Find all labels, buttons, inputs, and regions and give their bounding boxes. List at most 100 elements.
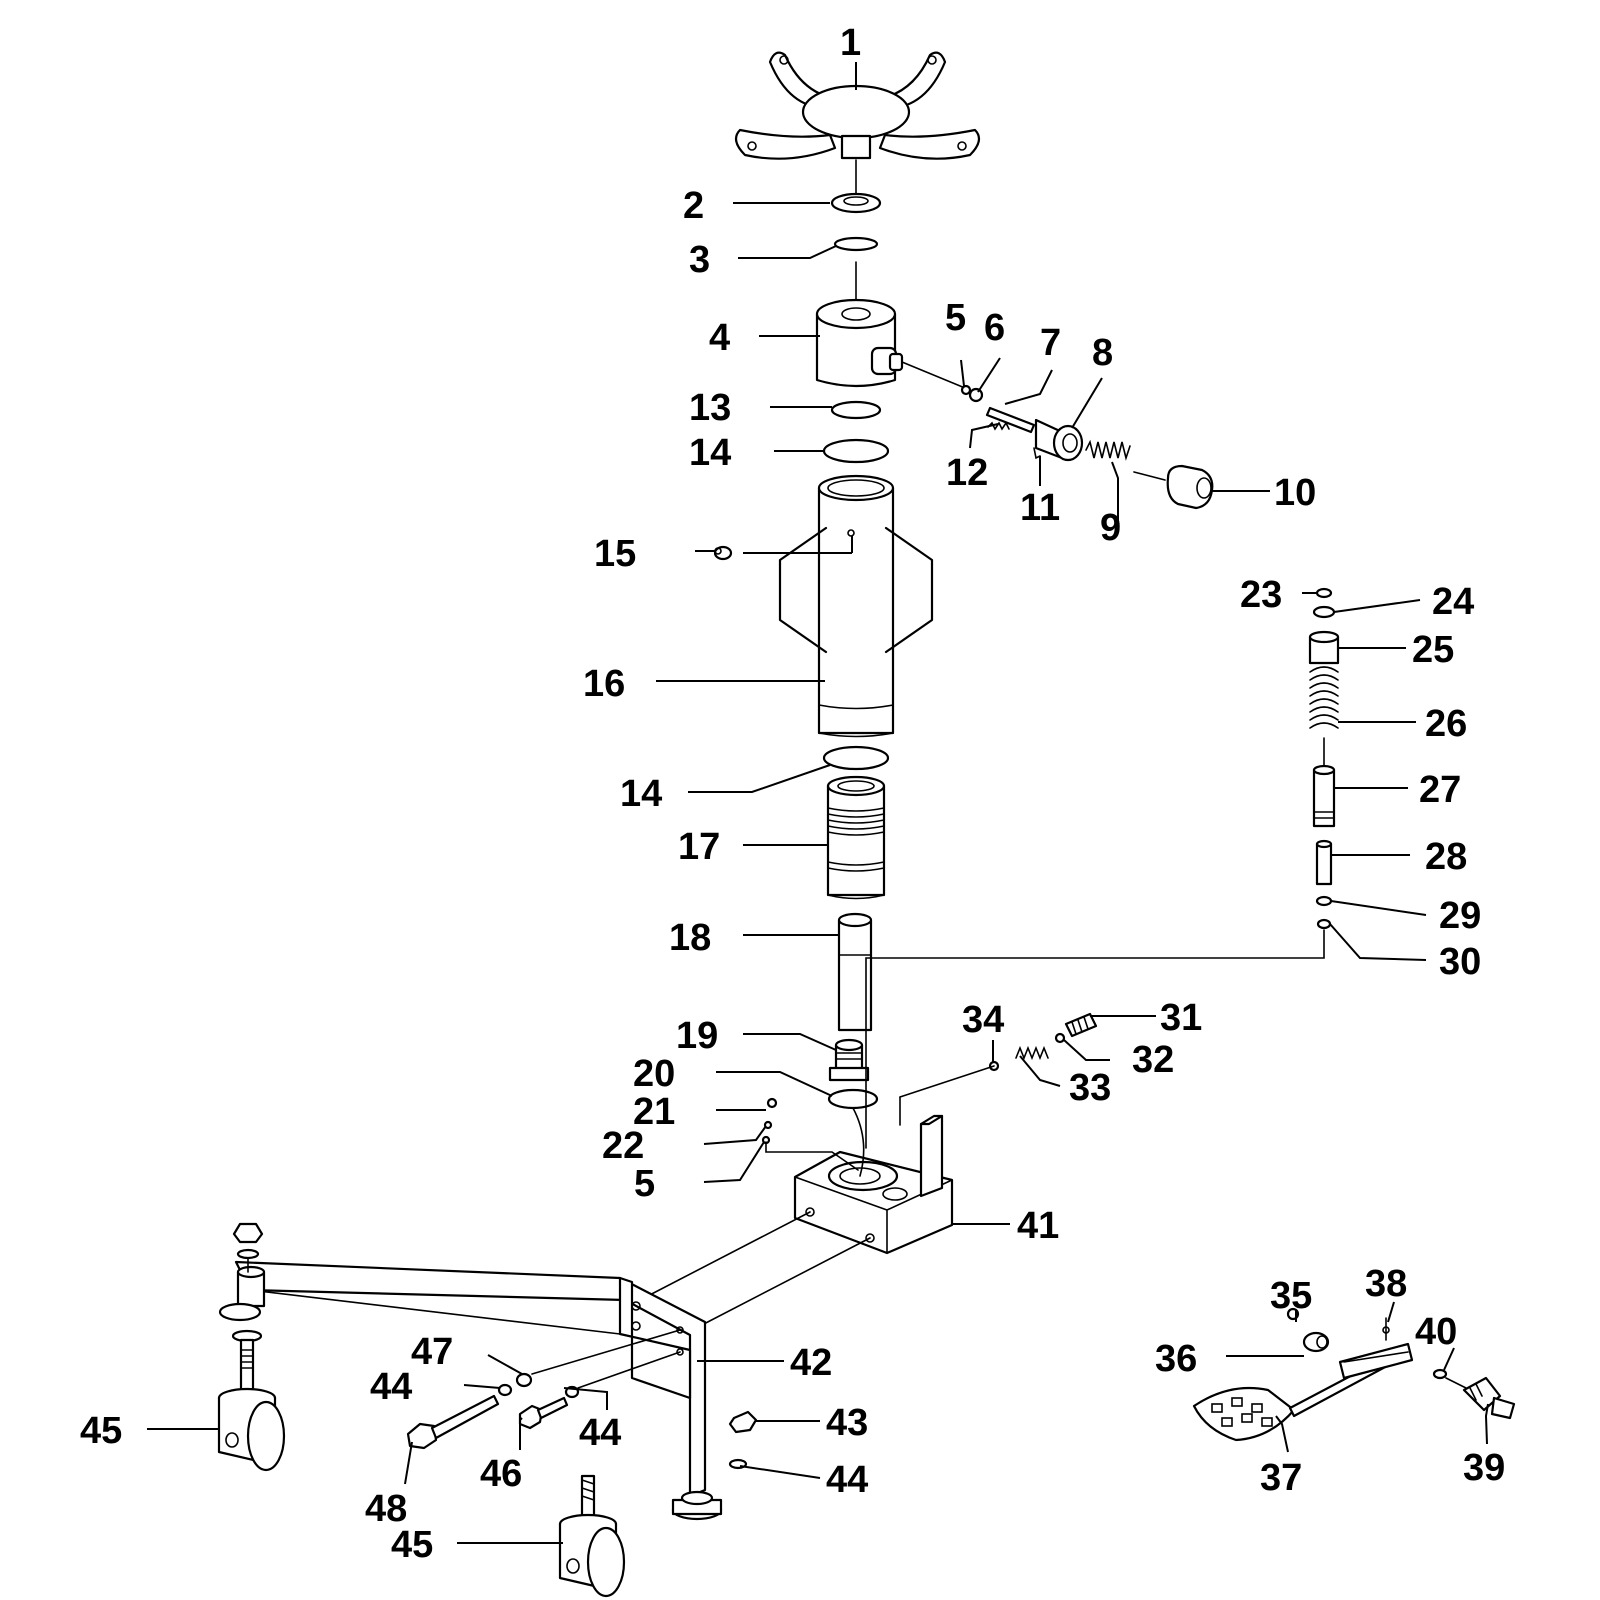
callout-45-left: 45 [80,1410,122,1452]
part-1-saddle [734,51,981,160]
callout-26: 26 [1425,703,1467,745]
part-15-screw [713,545,733,561]
part-9-spring [1085,439,1131,461]
callout-3: 3 [689,239,710,281]
part-26-spring [1309,666,1339,729]
part-44-washer-a [497,1383,513,1397]
foot-pedal-assembly [1192,1307,1516,1442]
callout-44-left: 44 [370,1366,412,1408]
part-10-knob [1166,464,1214,510]
callout-10: 10 [1274,472,1316,514]
callout-20: 20 [633,1053,675,1095]
callout-43: 43 [826,1402,868,1444]
callout-40: 40 [1415,1311,1457,1353]
part-47-nut [515,1372,533,1388]
callout-8: 8 [1092,332,1113,374]
part-6-washer [968,387,984,403]
callout-45-bottom: 45 [391,1524,433,1566]
part-4-head-block [815,298,904,388]
callout-2: 2 [683,185,704,227]
part-21-ball [766,1097,778,1109]
callout-14-lower: 14 [620,773,662,815]
part-11-clip [1033,447,1041,460]
callout-31: 31 [1160,997,1202,1039]
frame-fasteners [406,1329,758,1470]
callout-32: 32 [1132,1039,1174,1081]
frame-caster-socket [218,1265,266,1322]
part-24-washer [1312,605,1336,619]
leader-lines [147,62,1489,1544]
part-33-spring [1015,1045,1049,1061]
part-19-check-nut [828,1038,870,1082]
part-2-washer [830,192,882,214]
callout-5-lower: 5 [634,1163,655,1205]
callout-18: 18 [669,917,711,959]
callout-36: 36 [1155,1338,1197,1380]
part-29-seal [1315,895,1333,907]
part-45-caster-left [217,1329,286,1472]
part-28-plunger [1315,839,1333,886]
part-7-pin [985,406,1036,434]
frame-foot-pad [671,1490,723,1521]
callout-44-mid: 44 [579,1412,621,1454]
callout-38: 38 [1365,1263,1407,1305]
callout-14-upper: 14 [689,432,731,474]
callout-15: 15 [594,533,636,575]
callout-44-pedal: 44 [826,1459,868,1501]
callout-22: 22 [602,1125,644,1167]
part-27-sleeve [1312,764,1336,828]
callout-29: 29 [1439,895,1481,937]
callout-33: 33 [1069,1067,1111,1109]
callout-25: 25 [1412,629,1454,671]
part-39-connector [1462,1376,1516,1420]
pump-plunger-stack [1308,587,1340,930]
part-43-nut [728,1410,758,1434]
callout-47: 47 [411,1331,453,1373]
callout-11: 11 [1020,487,1060,529]
callout-23: 23 [1240,574,1282,616]
part-45-caster-bottom [558,1474,626,1598]
relief-valve-parts [988,1012,1098,1072]
callout-48: 48 [365,1488,407,1530]
part-17-threaded-sleeve [826,775,886,900]
callout-17: 17 [678,826,720,868]
callout-4: 4 [709,317,730,359]
release-valve-assembly [960,384,1214,510]
callout-21: 21 [633,1091,675,1133]
part-18-ram [837,912,873,1032]
part-3-ring [833,236,879,252]
callout-19: 19 [676,1015,718,1057]
pedal-lever [1338,1342,1414,1380]
part-46-bolt [518,1396,569,1430]
part-40-pin [1432,1368,1448,1380]
callout-12: 12 [946,452,988,494]
part-25-bushing [1308,630,1340,665]
frame-top-bolt [232,1222,264,1273]
callout-46: 46 [480,1453,522,1495]
part-14-ring-upper [822,438,890,464]
part-31-plug [1064,1012,1098,1038]
part-12-spring [987,421,1010,431]
part-32-ball [1054,1032,1066,1044]
callout-9: 9 [1100,507,1121,549]
part-23-cap [1315,587,1333,599]
part-48-bolt [406,1394,500,1450]
callout-24: 24 [1432,581,1474,623]
callout-39: 39 [1463,1447,1505,1489]
callout-16: 16 [583,663,625,705]
part-5-ball [960,384,972,396]
callout-13: 13 [689,387,731,429]
callout-27: 27 [1419,769,1461,811]
callout-6: 6 [984,307,1005,349]
callout-35: 35 [1270,1275,1312,1317]
part-42-frame [218,1211,871,1521]
callout-41: 41 [1017,1205,1059,1247]
part-16-cylinder [778,474,934,738]
callout-37: 37 [1260,1457,1302,1499]
callout-1: 1 [840,22,861,64]
part-13-ring [830,400,882,420]
part-41-base-block [793,1114,954,1255]
part-14-ring-lower [822,745,890,771]
part-30-seal [1316,918,1332,930]
